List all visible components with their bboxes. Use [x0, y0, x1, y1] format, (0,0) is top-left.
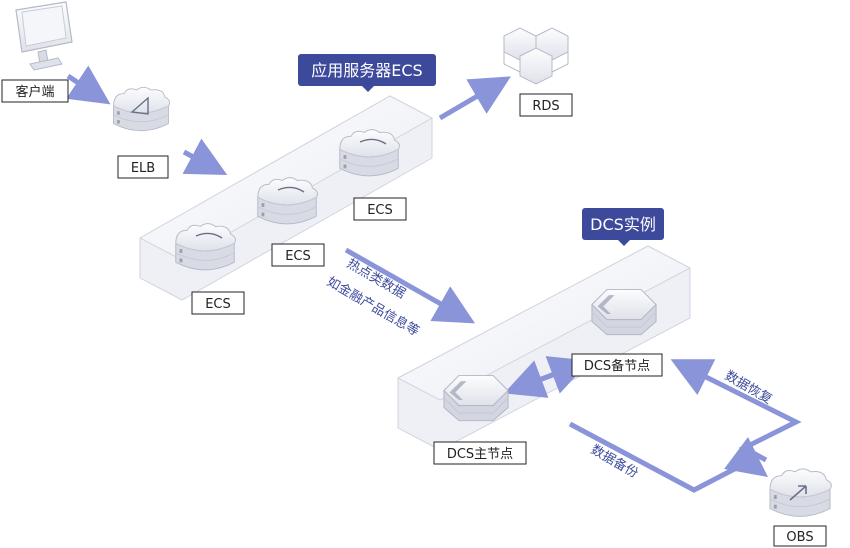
ecs-label: ECS [285, 249, 311, 264]
arrow-master-to-backup [517, 356, 591, 394]
arrow-client-to-elb [66, 65, 111, 105]
node-label-rds: RDS [519, 93, 573, 117]
node-label-dcs-master: DCS主节点 [433, 441, 527, 465]
load-balancer-icon [113, 86, 171, 132]
arrow-elb-to-ecs [182, 138, 228, 176]
server-icon [257, 177, 318, 225]
node-label-client: 客户端 [1, 79, 69, 103]
obs-label: OBS [786, 530, 813, 545]
server-icon [175, 223, 236, 271]
dcs-master-label: DCS主节点 [447, 447, 513, 462]
database-icon [503, 27, 569, 85]
node-label-obs: OBS [773, 525, 827, 547]
cache-node-icon [443, 374, 509, 422]
dcs-group-title: DCS实例 [590, 215, 656, 234]
ecs-label: ECS [367, 203, 393, 218]
ecs-group-title-badge: 应用服务器ECS [298, 54, 436, 92]
connection-arrows [66, 65, 802, 493]
storage-icon [769, 468, 832, 517]
ecs-group-title: 应用服务器ECS [311, 61, 422, 80]
ecs-label: ECS [205, 297, 231, 312]
arrow-ecs-to-dcs [344, 247, 476, 324]
server-icon [339, 129, 400, 177]
node-label-elb: ELB [117, 155, 169, 179]
client-label: 客户端 [15, 84, 54, 100]
arrow-data-restore [670, 359, 802, 463]
node-label-ecs-3: ECS [353, 197, 407, 221]
rds-label: RDS [532, 99, 559, 114]
monitor-icon [15, 1, 73, 71]
node-label-dcs-backup: DCS备节点 [571, 353, 663, 377]
cache-node-icon [591, 288, 657, 336]
node-label-ecs-2: ECS [271, 243, 325, 267]
arrow-data-backup [568, 421, 768, 493]
dcs-group-title-badge: DCS实例 [582, 208, 664, 246]
dcs-backup-label: DCS备节点 [584, 358, 650, 374]
arrow-ecs-to-rds [438, 76, 511, 121]
node-label-ecs-1: ECS [191, 291, 245, 315]
dcs-group-platform [396, 245, 692, 451]
elb-label: ELB [131, 161, 155, 176]
